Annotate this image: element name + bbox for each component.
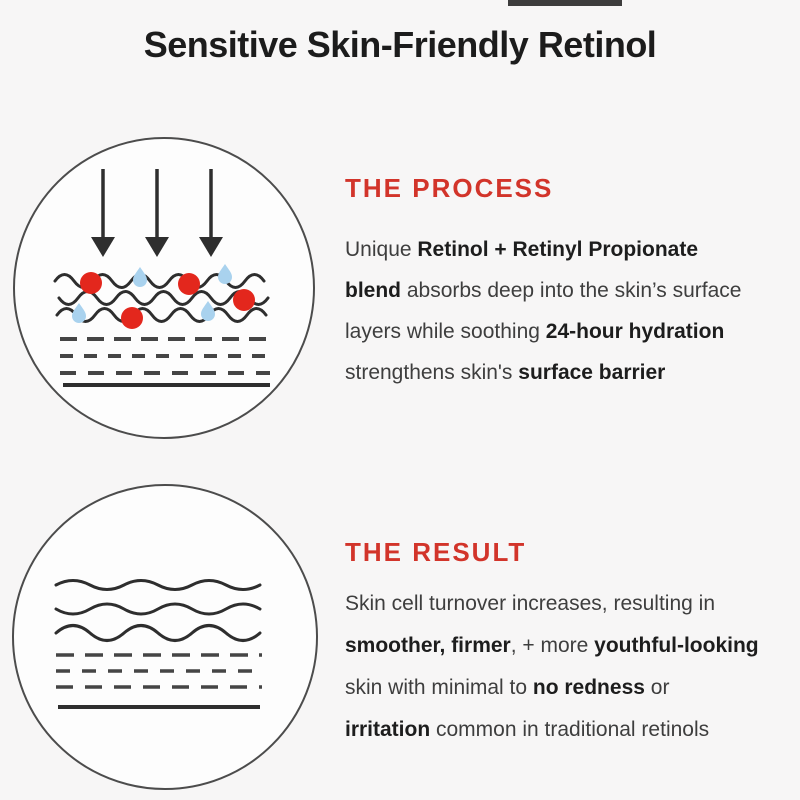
hydration-droplet-icons	[72, 264, 232, 323]
skin-absorption-diagram	[53, 169, 270, 387]
paragraph-line: skin with minimal to no redness or	[345, 676, 670, 699]
retinol-particle-icons	[80, 272, 255, 329]
process-paragraph: Unique Retinol + Retinyl Propionate blend…	[345, 229, 800, 393]
process-diagram-circle	[13, 137, 315, 439]
section-heading-process: THE PROCESS	[345, 173, 554, 203]
result-text-block: THE RESULT Skin cell turnover increases,…	[345, 538, 800, 751]
smooth-skin-waves	[54, 579, 262, 642]
downward-arrows-icon	[91, 169, 223, 257]
paragraph-line: smoother, firmer, + more youthful-lookin…	[345, 634, 759, 657]
skin-layers-dashed	[56, 653, 262, 689]
smooth-skin-diagram	[54, 579, 262, 709]
section-heading-result: THE RESULT	[345, 537, 527, 567]
paragraph-line: Unique Retinol + Retinyl Propionate	[345, 238, 699, 261]
top-bar	[508, 0, 622, 6]
paragraph-line: layers while soothing 24-hour hydration	[345, 320, 725, 343]
result-diagram-circle	[12, 484, 318, 790]
paragraph-line: blend absorbs deep into the skin’s surfa…	[345, 279, 742, 302]
result-paragraph: Skin cell turnover increases, resulting …	[345, 583, 800, 751]
page-title: Sensitive Skin-Friendly Retinol	[143, 24, 657, 65]
paragraph-line: strengthens skin's surface barrier	[345, 361, 666, 384]
paragraph-line: Skin cell turnover increases, resulting …	[345, 592, 716, 615]
skin-layers-dashed	[60, 337, 270, 375]
process-text-block: THE PROCESS Unique Retinol + Retinyl Pro…	[345, 174, 800, 393]
paragraph-line: irritation common in traditional retinol…	[345, 718, 710, 741]
